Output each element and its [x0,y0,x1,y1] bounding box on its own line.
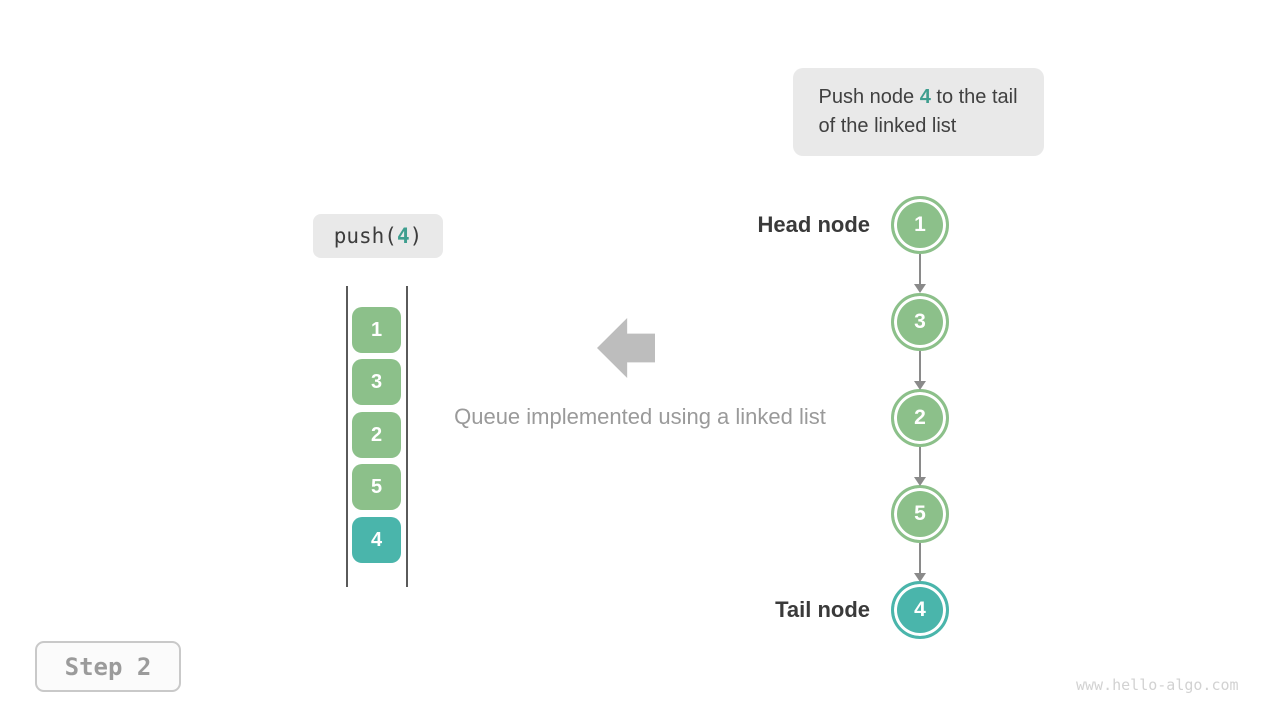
callout-text-before: Push node [818,86,920,108]
queue-cell-value: 4 [370,528,383,551]
callout-highlight-value: 4 [919,86,931,108]
callout-text: Push node 4 to the tail of the linked li… [819,83,1019,141]
down-arrow-icon [914,543,926,582]
queue-cell-value: 3 [370,370,383,393]
callout-text-after: to the tail of the linked list [818,86,1018,137]
down-arrow-icon [914,254,926,293]
linked-list-node-value: 2 [914,406,926,429]
head-node-label: Head node [757,212,870,237]
arrow-head [914,477,926,486]
arrow-head [914,573,926,582]
queue-cell: 3 [352,359,401,405]
operation-label: push(4) [313,214,443,258]
linked-list-node-value: 3 [914,310,926,333]
queue-cell: 1 [352,307,401,353]
queue-cell-value: 1 [370,318,383,341]
down-arrow-icon [914,351,926,390]
linked-list-node-value: 1 [914,213,926,236]
arrow-line [918,254,922,285]
queue-cell: 2 [352,412,401,458]
queue-cell: 5 [352,464,401,510]
arrow-head [914,381,926,390]
linked-list-node: 1 [891,196,949,254]
linked-list-node-value: 4 [914,598,926,621]
queue-rail-right [406,286,408,587]
operation-value: 4 [396,224,410,248]
queue-cell-value: 2 [370,423,383,446]
caption-text: Queue implemented using a linked list [454,404,826,429]
linked-list-node: 5 [891,485,949,543]
tail-node-label: Tail node [775,597,870,622]
arrow-line [918,351,922,382]
left-block-arrow-icon [597,318,655,378]
step-badge: Step 2 [35,641,181,692]
callout-box: Push node 4 to the tail of the linked li… [793,68,1044,156]
linked-list-node: 4 [891,581,949,639]
arrow-line [918,447,922,478]
linked-list-node: 2 [891,389,949,447]
queue-cell-value: 5 [370,475,383,498]
operation-prefix: push( [333,224,397,248]
queue-cell: 4 [352,517,401,563]
watermark-text: www.hello-algo.com [1076,676,1239,694]
arrow-line [918,543,922,574]
arrow-head [914,284,926,293]
linked-list-node-value: 5 [914,502,926,525]
operation-suffix: ) [409,224,423,248]
queue-rail-left [346,286,348,587]
linked-list-node: 3 [891,293,949,351]
down-arrow-icon [914,447,926,486]
